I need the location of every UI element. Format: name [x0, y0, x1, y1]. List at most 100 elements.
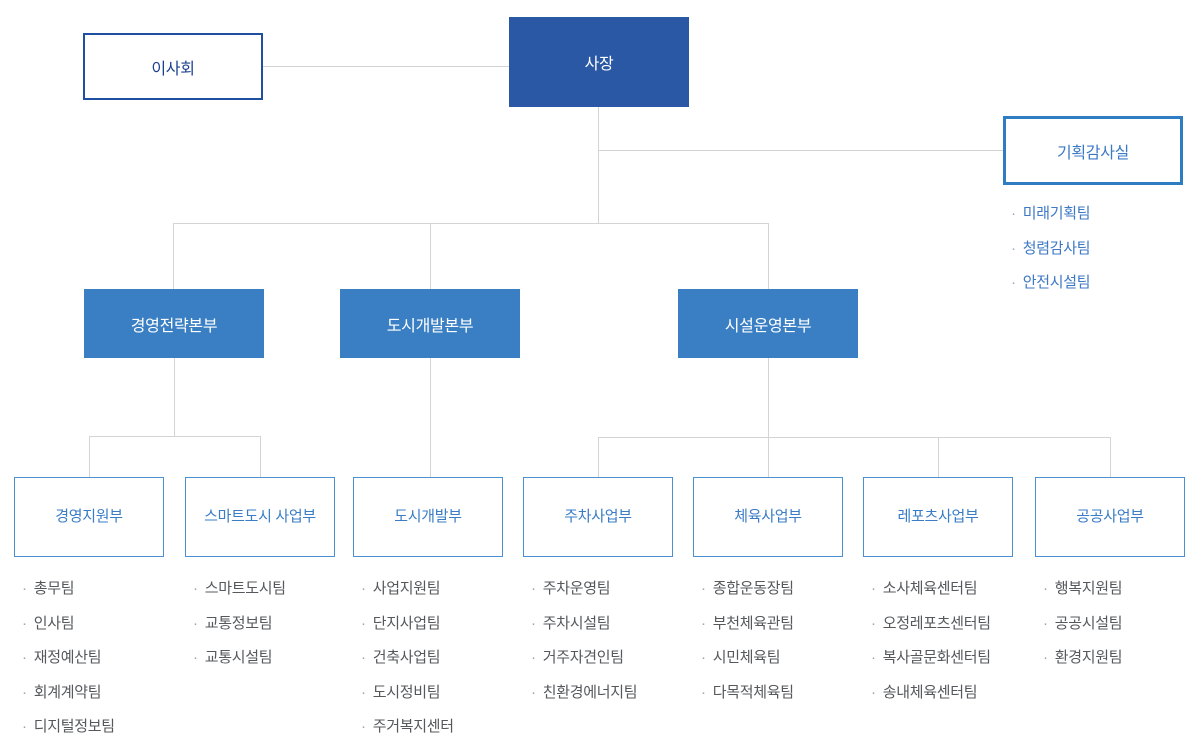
connector-president-down: [598, 107, 599, 223]
team-label: 시민체육팀: [712, 649, 781, 666]
team-label: 디지털정보팀: [33, 718, 115, 735]
bullet-icon: ·: [22, 580, 27, 597]
bullet-icon: ·: [701, 614, 706, 632]
team-label: 행복지원팀: [1054, 580, 1123, 597]
node-dept-label: 공공사업부: [1076, 508, 1144, 526]
node-board-label: 이사회: [151, 60, 195, 78]
node-dept-label: 도시개발부: [394, 508, 462, 526]
team-item: · 송내체육센터팀: [871, 682, 991, 703]
team-item: · 인사팀: [22, 613, 115, 634]
team-label: 부천체육관팀: [712, 614, 794, 632]
team-label: 사업지원팀: [372, 580, 441, 597]
team-item: · 도시정비팀: [361, 682, 454, 703]
bullet-icon: ·: [871, 614, 876, 632]
team-item: · 부천체육관팀: [701, 613, 794, 634]
team-label: 안전시설팀: [1022, 274, 1091, 291]
node-dept-label: 경영지원부: [55, 508, 123, 526]
team-label: 주거복지센터: [372, 718, 454, 735]
connector-mgmt-sub: [89, 436, 260, 437]
connector-mgmt-down: [174, 358, 175, 436]
team-item: · 소사체육센터팀: [871, 578, 991, 599]
team-label: 오정레포츠센터팀: [882, 614, 991, 632]
bullet-icon: ·: [701, 683, 706, 701]
team-label: 청렴감사팀: [1022, 239, 1091, 257]
team-item: ·거주자견인팀: [531, 647, 637, 668]
node-dept-label: 레포츠사업부: [897, 508, 979, 526]
node-dept-smart-city: 스마트도시 사업부: [185, 477, 335, 557]
team-label: 재정예산팀: [33, 649, 102, 666]
team-label: 복사골문화센터팀: [882, 649, 991, 666]
connector-drop-dept-2: [260, 436, 261, 477]
dept-team-list-leisure: · 소사체육센터팀 · 오정레포츠센터팀 ·복사골문화센터팀 · 송내체육센터팀: [871, 578, 991, 716]
team-label: 총무팀: [33, 580, 75, 597]
node-dept-label: 체육사업부: [734, 508, 802, 526]
bullet-icon: ·: [361, 649, 366, 666]
team-item: ·재정예산팀: [22, 647, 115, 668]
team-item: ·행복지원팀: [1043, 578, 1123, 599]
node-president: 사장: [509, 17, 689, 107]
team-item: ·환경지원팀: [1043, 647, 1123, 668]
bullet-icon: ·: [22, 614, 27, 632]
team-item: ·주차운영팀: [531, 578, 637, 599]
team-item: · 오정레포츠센터팀: [871, 613, 991, 634]
team-item: · 안전시설팀: [1011, 272, 1091, 293]
connector-facility-sub: [598, 437, 1110, 438]
bullet-icon: ·: [871, 580, 876, 597]
node-dept-label: 주차사업부: [564, 508, 632, 526]
connector-drop-division-3: [768, 223, 769, 289]
team-label: 도시정비팀: [372, 683, 441, 701]
team-label: 환경지원팀: [1054, 649, 1123, 666]
bullet-icon: ·: [871, 683, 876, 701]
audit-team-list: ·미래기획팀 · 청렴감사팀 · 안전시설팀: [1011, 203, 1091, 307]
team-label: 스마트도시팀: [204, 580, 286, 597]
team-item: · 건축사업팀: [361, 647, 454, 668]
bullet-icon: ·: [361, 580, 366, 597]
bullet-icon: ·: [361, 614, 366, 632]
connector-drop-dept-4: [598, 437, 599, 477]
bullet-icon: ·: [1011, 274, 1016, 291]
bullet-icon: ·: [531, 683, 536, 701]
team-label: 회계계약팀: [33, 683, 102, 701]
team-item: ·종합운동장팀: [701, 578, 794, 599]
bullet-icon: ·: [1011, 239, 1016, 257]
dept-team-list-public: ·행복지원팀 ·공공시설팀 ·환경지원팀: [1043, 578, 1123, 682]
bullet-icon: ·: [701, 649, 706, 666]
team-label: 인사팀: [33, 614, 75, 632]
node-division-label: 도시개발본부: [386, 317, 474, 335]
team-label: 송내체육센터팀: [882, 683, 978, 701]
bullet-icon: ·: [193, 614, 198, 632]
team-item: · 청렴감사팀: [1011, 238, 1091, 259]
node-dept-parking: 주차사업부: [523, 477, 673, 557]
dept-team-list-urban-dev: · 사업지원팀 · 단지사업팀 · 건축사업팀 · 도시정비팀 ·주거복지센터: [361, 578, 454, 745]
connector-drop-dept-6: [938, 437, 939, 477]
node-division-facility-ops: 시설운영본부: [678, 289, 858, 358]
team-label: 교통정보팀: [204, 614, 273, 632]
team-item: ·복사골문화센터팀: [871, 647, 991, 668]
node-president-label: 사장: [584, 56, 614, 73]
node-division-label: 경영전략본부: [130, 317, 218, 335]
bullet-icon: ·: [22, 718, 27, 735]
team-label: 건축사업팀: [372, 649, 441, 666]
node-audit-office-label: 기획감사실: [1056, 144, 1130, 162]
connector-divisions-main: [173, 223, 768, 224]
connector-drop-division-1: [173, 223, 174, 289]
team-item: ·미래기획팀: [1011, 203, 1091, 224]
node-audit-office: 기획감사실: [1003, 116, 1183, 185]
team-item: ·친환경에너지팀: [531, 682, 638, 703]
team-label: 단지사업팀: [372, 614, 441, 632]
bullet-icon: ·: [193, 580, 198, 597]
node-dept-label: 스마트도시 사업부: [204, 508, 316, 526]
dept-team-list-sports: ·종합운동장팀 ·부천체육관팀 ·시민체육팀 ·다목적체육팀: [701, 578, 794, 716]
team-item: ·주거복지센터: [361, 716, 454, 737]
node-division-urban-dev: 도시개발본부: [340, 289, 520, 358]
node-board: 이사회: [83, 33, 263, 100]
connector-drop-dept-1: [89, 436, 90, 477]
connector-facility-down: [768, 358, 769, 437]
connector-drop-division-2: [430, 223, 431, 289]
team-label: 종합운동장팀: [712, 580, 794, 597]
bullet-icon: ·: [361, 683, 366, 701]
team-item: ·공공시설팀: [1043, 613, 1123, 634]
team-label: 주차운영팀: [542, 580, 611, 597]
team-label: 소사체육센터팀: [882, 580, 978, 597]
